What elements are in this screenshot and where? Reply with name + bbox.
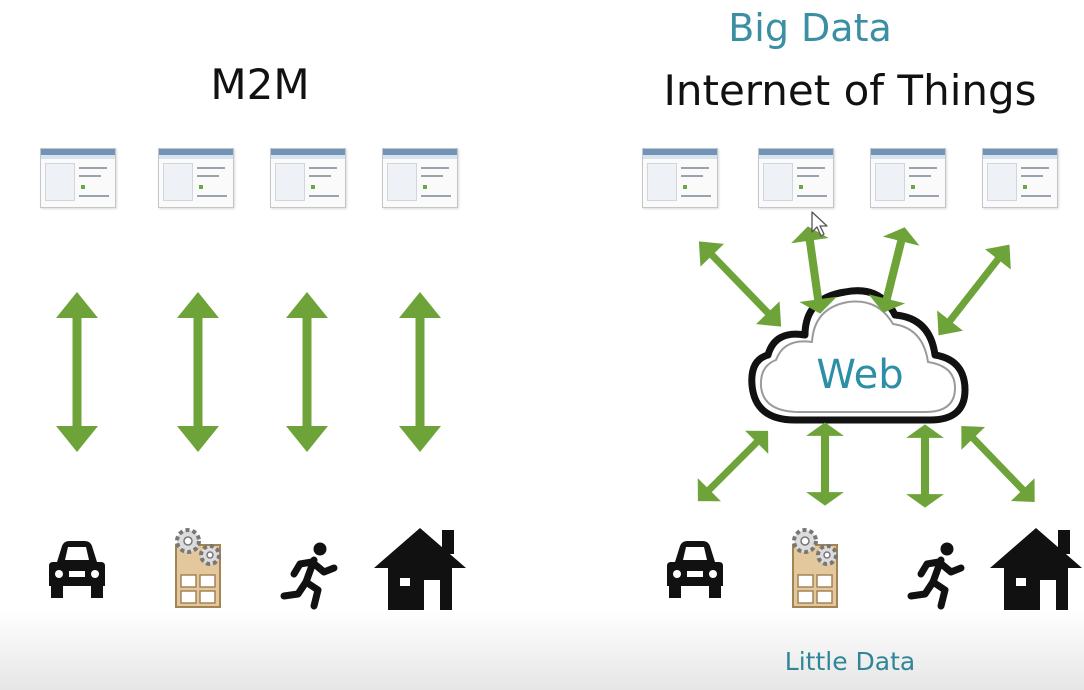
bidirectional-arrow: [906, 424, 944, 508]
bidirectional-arrow: [686, 419, 780, 513]
app-window-thumbnail: [158, 148, 234, 208]
bidirectional-arrow: [806, 422, 844, 506]
bidirectional-arrow: [56, 292, 98, 452]
cloud-shape: [748, 287, 969, 424]
car-icon: [667, 541, 723, 598]
house-icon: [990, 528, 1082, 610]
app-window-thumbnail: [758, 148, 834, 208]
bottom-band: [0, 610, 1084, 690]
cloud-label: Web: [816, 352, 904, 398]
factory-icon: [174, 528, 222, 609]
app-window-thumbnail: [870, 148, 946, 208]
car-icon: [49, 541, 105, 598]
bidirectional-arrow: [399, 292, 441, 452]
house-icon: [374, 528, 466, 610]
cloud-inner-outline: [759, 300, 956, 413]
app-window-thumbnail: [40, 148, 116, 208]
bidirectional-arrow: [949, 414, 1047, 514]
little-data-label: Little Data: [784, 647, 916, 676]
bidirectional-arrow: [286, 292, 328, 452]
internet-of-things-title: Internet of Things: [663, 66, 1037, 115]
runner-icon: [911, 543, 961, 607]
factory-icon: [791, 528, 839, 609]
bidirectional-arrow: [925, 234, 1023, 346]
app-window-thumbnail: [382, 148, 458, 208]
runner-icon: [284, 543, 334, 607]
app-window-thumbnail: [642, 148, 718, 208]
bidirectional-arrow: [177, 292, 219, 452]
m2m-title: M2M: [210, 60, 310, 109]
big-data-title: Big Data: [728, 6, 892, 50]
mouse-cursor-icon: [811, 211, 828, 237]
app-window-thumbnail: [982, 148, 1058, 208]
bidirectional-arrow: [687, 230, 793, 338]
app-window-thumbnail: [270, 148, 346, 208]
